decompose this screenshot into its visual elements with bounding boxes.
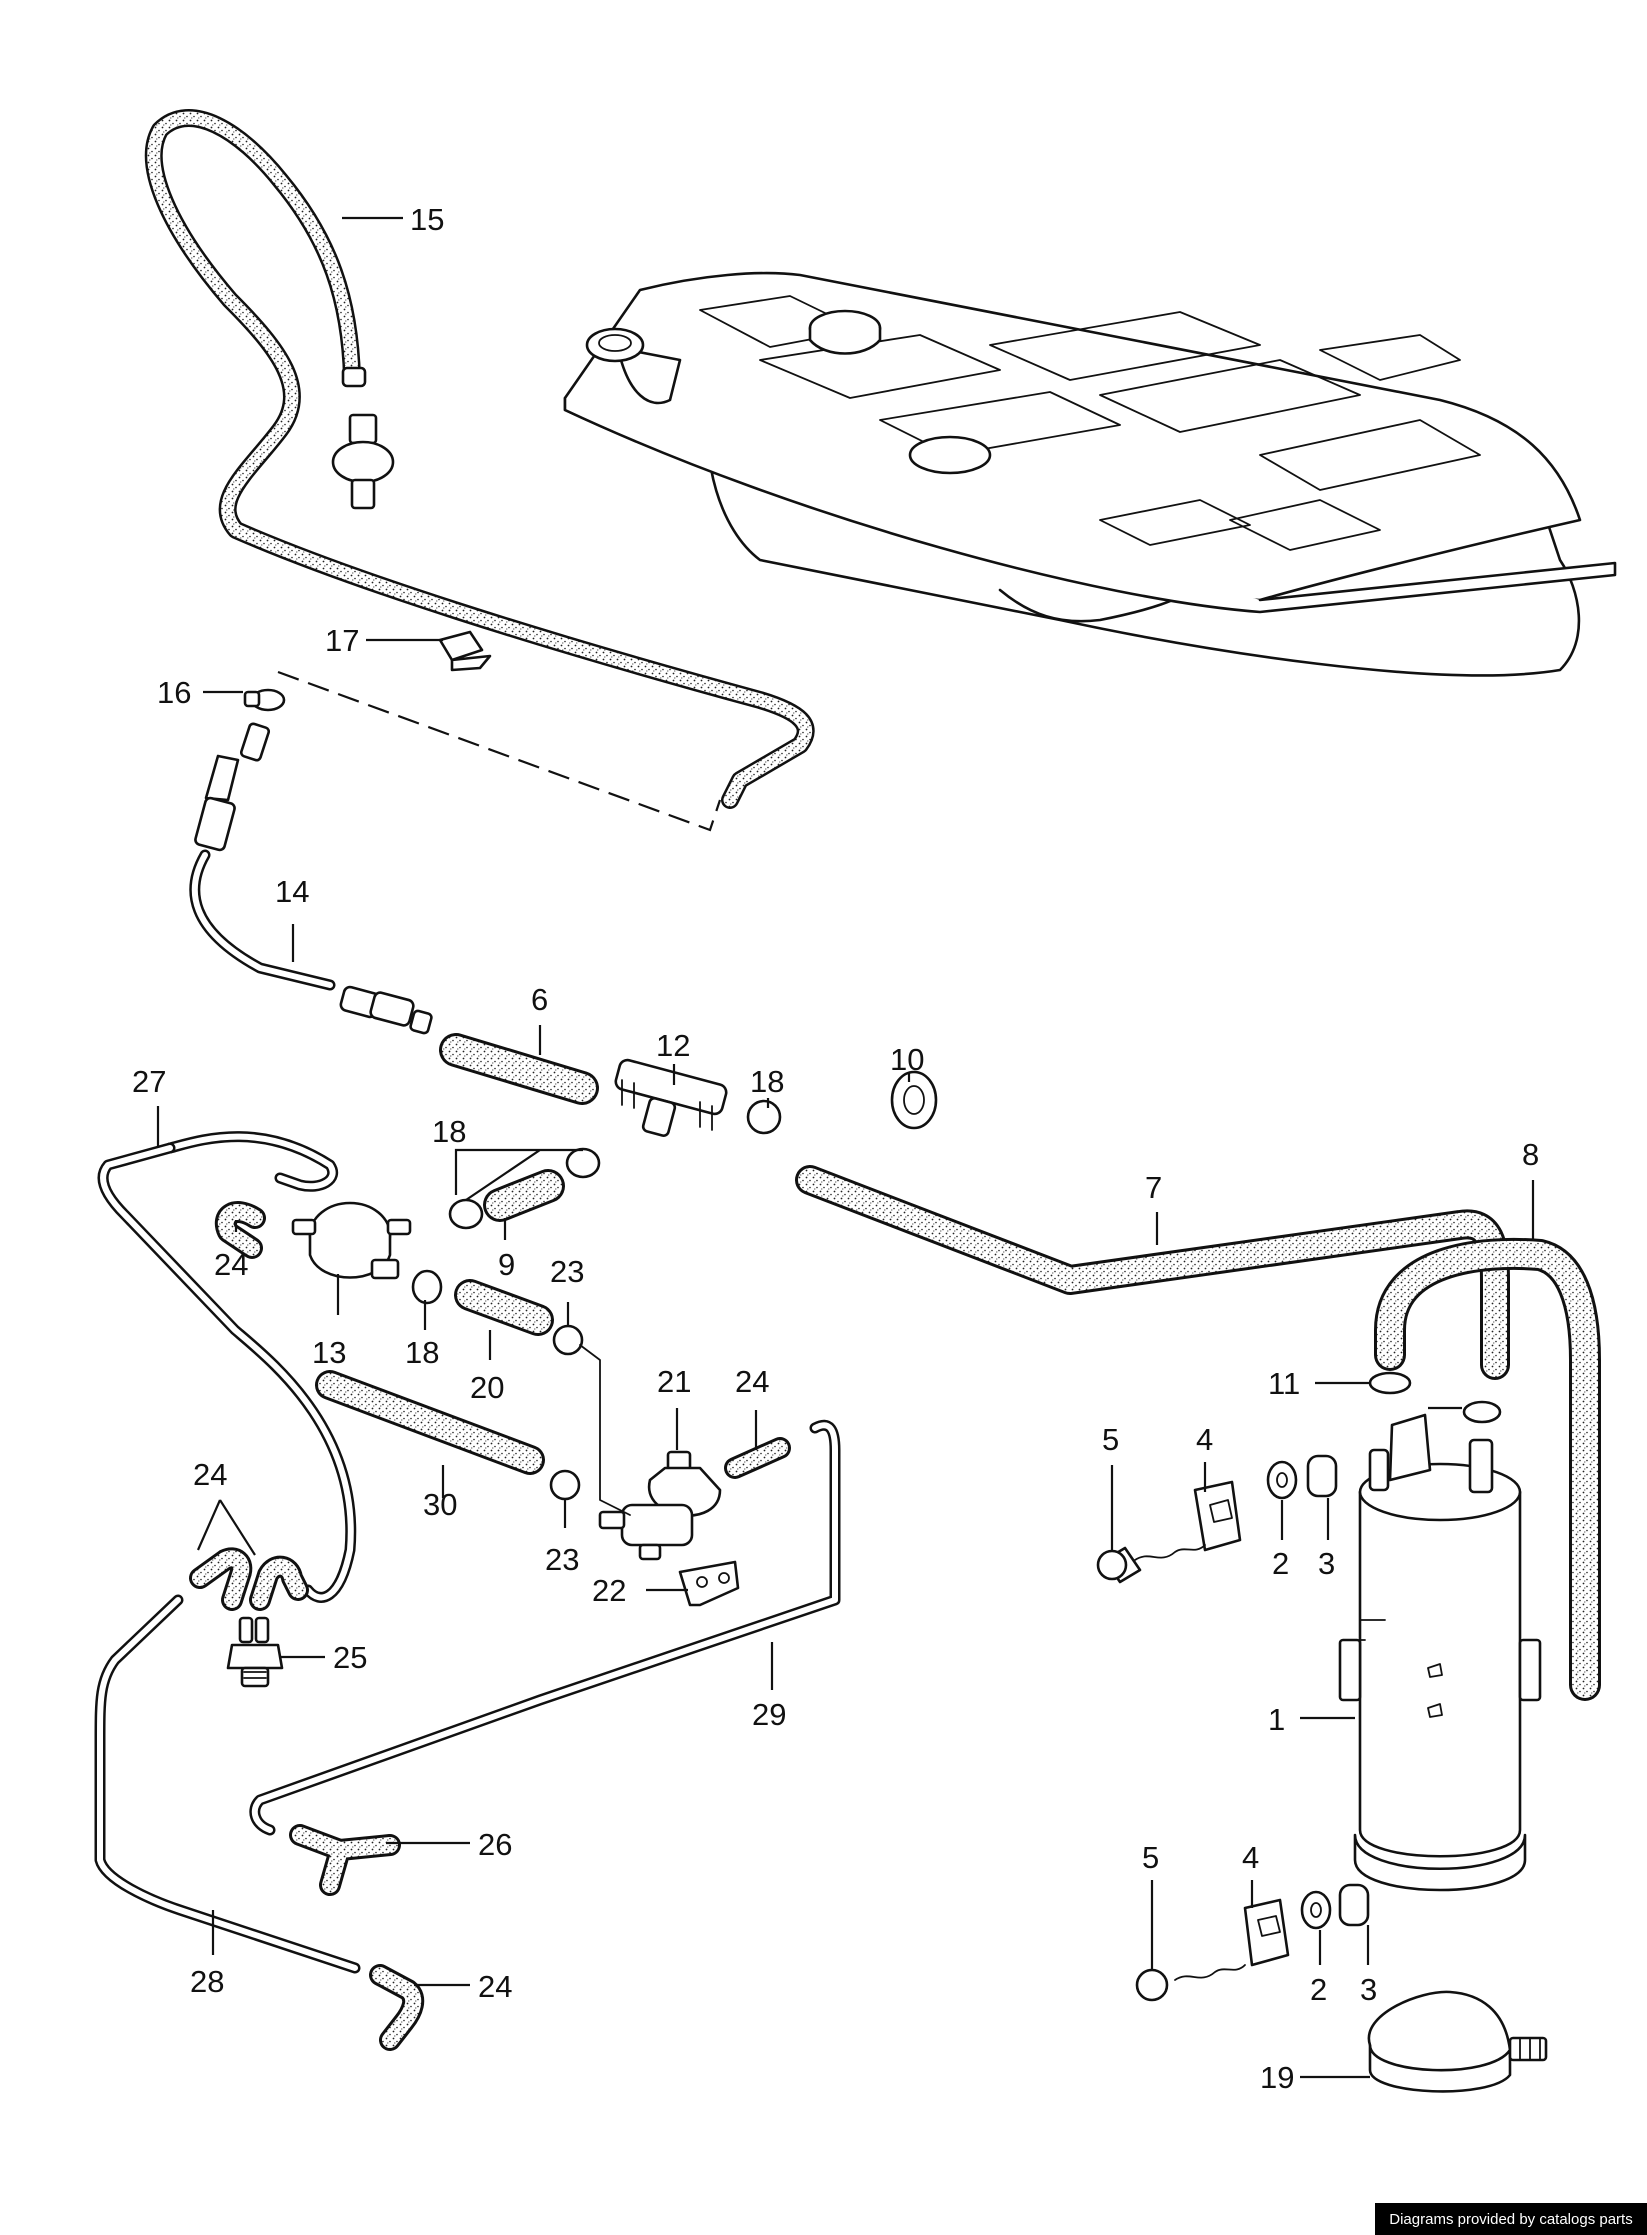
valve-13 [291,1201,412,1280]
callout-4-upper: 4 [1196,1422,1213,1457]
callout-13: 13 [312,1335,346,1370]
mount-lower [1135,1883,1370,2002]
callout-24-left: 24 [193,1457,227,1492]
callout-3-upper: 3 [1318,1546,1335,1581]
dashed-indicator-line [277,670,722,832]
hose-9 [483,1169,565,1222]
o-ring-11b [1462,1400,1502,1424]
callout-4-lower: 4 [1242,1840,1259,1875]
y-piece-26 [289,1824,401,1896]
switch-25 [226,1616,284,1688]
fuel-tank [563,271,1617,677]
tube-29 [249,1419,841,1836]
callout-9: 9 [498,1247,515,1282]
clamp-18-top [746,1099,782,1135]
callout-12: 12 [656,1028,690,1063]
callout-11: 11 [1268,1366,1300,1401]
callout-28: 28 [190,1964,224,1999]
callout-17: 17 [325,623,359,658]
callout-19: 19 [1260,2060,1294,2095]
callout-18-top: 18 [750,1064,784,1099]
callout-26: 26 [478,1827,512,1862]
thin-line-23-regulator [579,1344,631,1516]
clip-17 [438,630,492,672]
clamp-18b [448,1198,484,1230]
vent-hose-15 [144,109,815,809]
t-piece-12 [614,1058,728,1137]
callout-15: 15 [410,202,444,237]
callout-2-lower: 2 [1310,1972,1327,2007]
callout-5-lower: 5 [1142,1840,1159,1875]
callout-24-upper: 24 [214,1247,248,1282]
callout-20: 20 [470,1370,504,1405]
callout-21: 21 [657,1364,691,1399]
callout-23-lower: 23 [545,1542,579,1577]
callout-1: 1 [1268,1702,1285,1737]
hose-7 [795,1165,1510,1380]
hose-6 [439,1033,599,1105]
callout-22: 22 [592,1573,626,1608]
clamp-23a [552,1324,584,1356]
hose-8 [1374,1237,1601,1701]
callout-6: 6 [531,982,548,1017]
band-clamp-19 [1367,1990,1548,2093]
clamp-18c [411,1269,443,1305]
callout-23-upper: 23 [550,1254,584,1289]
callout-5-upper: 5 [1102,1422,1119,1457]
o-ring-11a [1368,1371,1412,1395]
callout-24-bottom: 24 [478,1969,512,2004]
hose-20 [454,1279,554,1336]
clamp-18a [565,1147,601,1179]
callout-30: 30 [423,1487,457,1522]
grommet-10 [890,1070,938,1130]
callout-18-low: 18 [405,1335,439,1370]
callout-2-upper: 2 [1272,1546,1289,1581]
tube-28 [94,1594,361,1974]
mount-upper [1096,1454,1338,1584]
hose-14-assembly [189,722,433,1035]
hose-30 [315,1370,545,1475]
tube-27 [97,1131,357,1603]
callout-24-right: 24 [735,1364,769,1399]
callout-14: 14 [275,874,309,909]
callout-29: 29 [752,1697,786,1732]
callout-16: 16 [157,675,191,710]
callout-8: 8 [1522,1137,1539,1172]
callout-10: 10 [890,1042,924,1077]
regulator-21 [598,1450,722,1561]
callout-3-lower: 3 [1360,1972,1377,2007]
clamp-16 [243,688,286,712]
callout-labels: 15 17 16 14 6 12 18 10 7 8 27 18 24 9 23… [132,202,1539,2095]
credit-badge: Diagrams provided by catalogs parts [1375,2203,1647,2235]
callout-7: 7 [1145,1170,1162,1205]
leader-lines [156,216,1535,2079]
callout-25: 25 [333,1640,367,1675]
callout-18-mid: 18 [432,1114,466,1149]
clamp-23b [549,1469,581,1501]
callout-27: 27 [132,1064,166,1099]
bracket-22 [678,1560,740,1607]
check-valve [331,413,395,510]
charcoal-canister-1 [1338,1413,1542,1892]
